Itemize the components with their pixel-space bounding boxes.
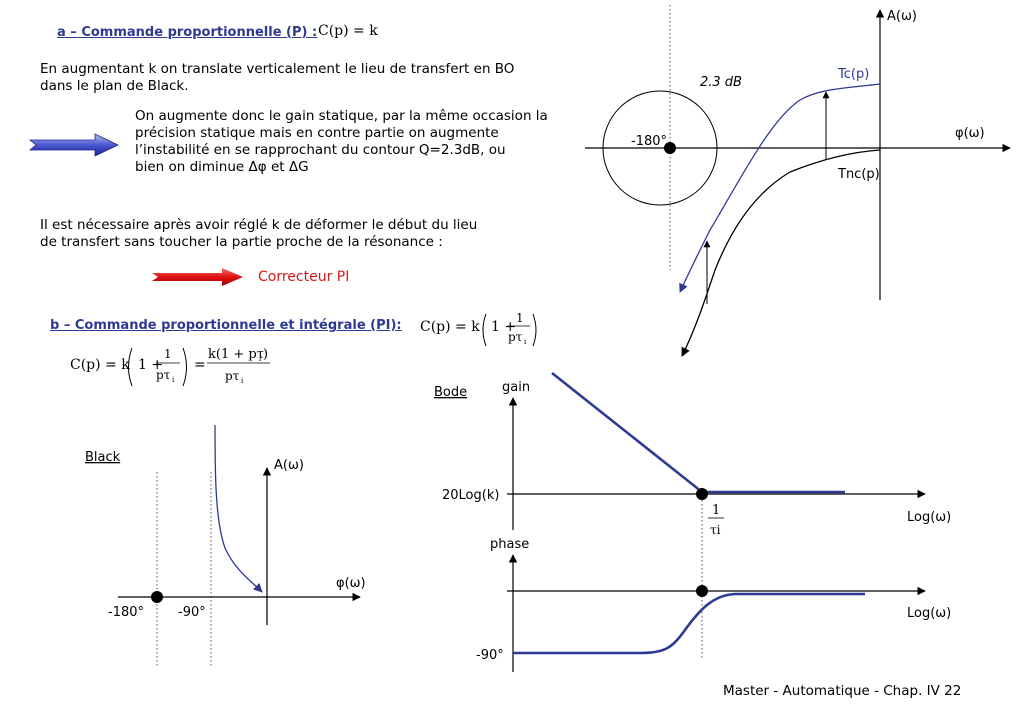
- bode-gain-xaxis-label: Log(ω): [907, 510, 951, 525]
- svg-text:i: i: [259, 355, 262, 363]
- para3-line2: de transfert sans toucher la partie proc…: [40, 234, 443, 250]
- svg-text:C(p) = k: C(p) = k: [70, 357, 130, 373]
- black-title: Black: [85, 450, 121, 465]
- pi-black-curve: [214, 424, 263, 593]
- para3-line1: Il est nécessaire après avoir réglé k de…: [40, 217, 478, 233]
- footer: Master - Automatique - Chap. IV 22: [723, 683, 962, 699]
- black-plane-bottom: Black A(ω) φ(ω) -180° -90°: [85, 424, 366, 668]
- top-point-label: -180°: [631, 134, 667, 149]
- svg-text:C(p) = k: C(p) = k: [420, 319, 480, 335]
- bottom-critical-point: [151, 591, 163, 603]
- para1-line1: En augmentant k on translate verticaleme…: [40, 61, 515, 77]
- svg-text:): ): [263, 347, 268, 362]
- pi-formula-inline: C(p) = k 1 + 1 pτ i: [420, 311, 537, 347]
- bode-diagram: Bode gain 20Log(k) 1 τi Log(ω) phase Log…: [434, 371, 951, 672]
- svg-text:i: i: [172, 376, 175, 384]
- section-a-para2: On augmente donc le gain statique, par l…: [135, 108, 575, 176]
- q-contour-circle: [602, 90, 718, 206]
- bottom-axis-y-label: A(ω): [274, 458, 304, 473]
- section-a-para3: Il est nécessaire après avoir réglé k de…: [40, 217, 560, 251]
- bottom-label-180: -180°: [108, 605, 144, 620]
- top-axis-x-label: φ(ω): [955, 126, 985, 141]
- svg-text:=: =: [194, 357, 206, 373]
- para2-line3: l’instabilité en se rapprochant du conto…: [135, 142, 506, 158]
- curve-tc-label: Tc(p): [837, 67, 869, 82]
- section-a-formula: C(p) = k: [318, 23, 378, 39]
- bode-gain-curve: [551, 371, 845, 494]
- curve-tc: [679, 83, 881, 293]
- bode-phase-curve: [513, 592, 865, 655]
- svg-text:i: i: [241, 377, 244, 385]
- blue-pointer-arrow-icon: [28, 133, 119, 157]
- svg-text:pτ: pτ: [156, 368, 171, 382]
- para2-line2: précision statique mais en contre partie…: [135, 125, 499, 141]
- bode-tau-num: 1: [712, 503, 720, 518]
- bode-gain-label: gain: [502, 380, 530, 395]
- section-a-title: a – Commande proportionnelle (P) :: [57, 25, 318, 40]
- section-a-para1: En augmentant k on translate verticaleme…: [40, 61, 580, 95]
- bottom-axis-x-label: φ(ω): [336, 576, 366, 591]
- black-plane-top: A(ω) φ(ω) -180° 2.3 dB Tc(p) Tnc(p): [585, 5, 1011, 357]
- para1-line2: dans le plan de Black.: [40, 78, 189, 94]
- bode-tau-den: τi: [710, 523, 721, 537]
- circle-label: 2.3 dB: [700, 75, 742, 90]
- top-axis-y-label: A(ω): [887, 9, 917, 24]
- bode-phase-level: -90°: [476, 648, 504, 663]
- curve-tnc-label: Tnc(p): [837, 167, 880, 182]
- bode-gain-level: 20Log(k): [442, 488, 499, 503]
- bode-gain-corner-point: [696, 488, 708, 500]
- svg-text:1 +: 1 +: [138, 357, 163, 373]
- bode-phase-point: [696, 585, 708, 597]
- para2-line4: bien on diminue Δφ et ΔG: [135, 159, 309, 175]
- pi-formula-full: C(p) = k 1 + 1 pτ i = k(1 + pτ i ) pτ i: [70, 347, 270, 387]
- bottom-label-90: -90°: [178, 605, 206, 620]
- svg-text:i: i: [524, 338, 527, 346]
- correcteur-pi-label: Correcteur PI: [258, 269, 350, 285]
- critical-point: [664, 142, 676, 154]
- svg-text:1: 1: [164, 347, 172, 361]
- svg-text:k(1 + pτ: k(1 + pτ: [208, 347, 264, 362]
- svg-text:pτ: pτ: [225, 369, 240, 383]
- svg-text:1: 1: [516, 311, 524, 325]
- bode-phase-xaxis-label: Log(ω): [907, 606, 951, 621]
- svg-text:pτ: pτ: [508, 330, 523, 344]
- para2-line1: On augmente donc le gain statique, par l…: [135, 108, 548, 124]
- section-b-title: b – Commande proportionnelle et intégral…: [50, 318, 402, 333]
- bode-phase-label: phase: [490, 537, 529, 552]
- svg-text:1 +: 1 +: [491, 319, 516, 335]
- red-pointer-arrow-icon: [152, 268, 243, 286]
- curve-tnc: [681, 149, 881, 357]
- bode-title: Bode: [434, 385, 467, 400]
